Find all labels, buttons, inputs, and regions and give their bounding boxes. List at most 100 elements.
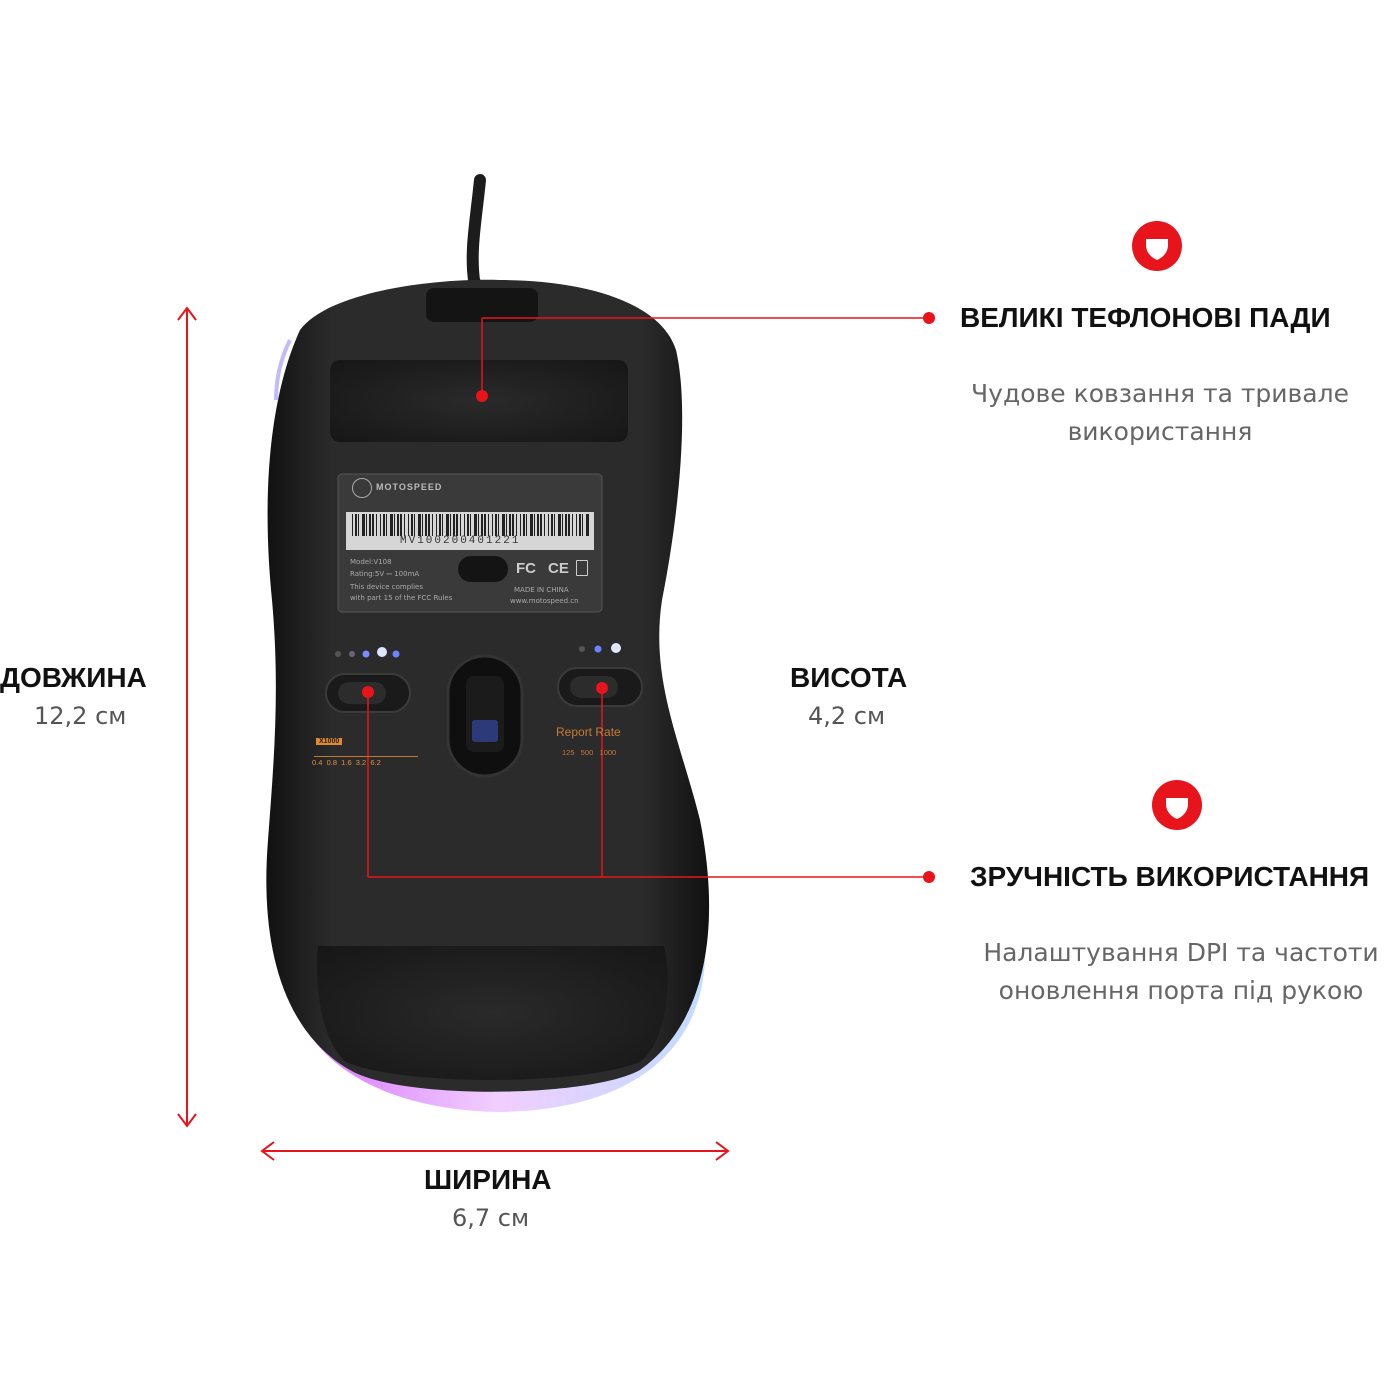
barcode-bar bbox=[380, 514, 381, 536]
callout-report-dot bbox=[596, 682, 608, 694]
barcode-bar bbox=[358, 514, 359, 536]
barcode-bar bbox=[520, 514, 521, 536]
callout-dpi-dot bbox=[362, 686, 374, 698]
barcode-bar bbox=[568, 514, 570, 536]
barcode-bar bbox=[418, 514, 421, 536]
barcode-bar bbox=[572, 514, 573, 536]
barcode-bar bbox=[456, 514, 458, 536]
barcode-bar bbox=[470, 514, 471, 536]
barcode-bar bbox=[540, 514, 542, 536]
cable-housing bbox=[426, 288, 538, 322]
barcode-bar bbox=[394, 514, 395, 536]
dpi-values: 0.4 0.8 1.6 3.2 6.2 bbox=[312, 758, 381, 767]
length-value: 12,2 см bbox=[34, 702, 127, 730]
barcode-bar bbox=[512, 514, 514, 536]
barcode-bar bbox=[422, 514, 423, 536]
label-model: Model:V108 bbox=[350, 558, 392, 566]
label-serial: MV100200401221 bbox=[400, 535, 521, 547]
report-rate-label: Report Rate bbox=[556, 725, 621, 739]
barcode-bar bbox=[502, 514, 505, 536]
barcode-bar bbox=[400, 514, 402, 536]
barcode-bar bbox=[352, 514, 353, 536]
dpi-badge: X1000 bbox=[316, 738, 343, 745]
mouse-cable bbox=[466, 174, 492, 316]
feature-teflon-desc-line1: Чудове ковзання та тривале bbox=[971, 379, 1349, 408]
label-ce-mark: CE bbox=[548, 560, 569, 577]
bottom-teflon-pad bbox=[316, 946, 668, 1080]
barcode-bar bbox=[548, 514, 549, 536]
barcode-bar bbox=[488, 514, 489, 536]
barcode-bar bbox=[498, 514, 499, 536]
shield-heart-icon bbox=[1152, 780, 1202, 830]
barcode-bar bbox=[509, 514, 511, 536]
height-value: 4,2 см bbox=[808, 702, 886, 730]
label-fcc-mark: FC bbox=[516, 560, 536, 577]
barcode-bar bbox=[464, 514, 465, 536]
barcode-bar bbox=[460, 514, 461, 536]
barcode-bar bbox=[404, 514, 405, 536]
barcode-bar bbox=[554, 514, 555, 536]
label-website: www.motospeed.cn bbox=[510, 597, 579, 605]
barcode-bar bbox=[474, 514, 477, 536]
motospeed-logo-icon bbox=[352, 478, 372, 498]
barcode-bar bbox=[453, 514, 455, 536]
feature-teflon-title: ВЕЛИКІ ТЕФЛОНОВІ ПАДИ bbox=[960, 302, 1331, 333]
barcode bbox=[346, 512, 594, 538]
barcode-bar bbox=[369, 514, 371, 536]
barcode-bar bbox=[436, 514, 437, 536]
barcode-bar bbox=[372, 514, 374, 536]
barcode-bar bbox=[411, 514, 413, 536]
barcode-bar bbox=[530, 514, 533, 536]
barcode-bar bbox=[582, 514, 583, 536]
barcode-bar bbox=[414, 514, 415, 536]
feature-usability-title: ЗРУЧНІСТЬ ВИКОРИСТАННЯ bbox=[970, 861, 1370, 892]
length-label: ДОВЖИНА bbox=[0, 662, 147, 693]
barcode-bar bbox=[366, 514, 367, 536]
barcode-bar bbox=[516, 514, 517, 536]
label-compliance-1: This device complies bbox=[350, 583, 423, 591]
barcode-bar bbox=[579, 514, 581, 536]
callout-teflon bbox=[481, 317, 928, 396]
barcode-bar bbox=[397, 514, 399, 536]
barcode-bar bbox=[551, 514, 553, 536]
barcode-bar bbox=[495, 514, 497, 536]
barcode-bar bbox=[362, 514, 365, 536]
barcode-bar bbox=[478, 514, 479, 536]
report-rate-values: 125 500 1000 bbox=[562, 748, 617, 757]
barcode-bar bbox=[428, 514, 430, 536]
barcode-bar bbox=[450, 514, 451, 536]
label-brand: MOTOSPEED bbox=[376, 482, 443, 492]
dpi-led-indicators bbox=[335, 647, 400, 658]
callout-teflon-dot-start bbox=[476, 390, 488, 402]
barcode-bar bbox=[439, 514, 441, 536]
barcode-bar bbox=[537, 514, 539, 536]
barcode-bar bbox=[534, 514, 535, 536]
feature-teflon-desc-line2: використання bbox=[1067, 417, 1253, 446]
barcode-bar bbox=[386, 514, 387, 536]
report-rate-led-indicators bbox=[579, 643, 621, 653]
label-made-in: MADE IN CHINA bbox=[514, 586, 569, 594]
callout-teflon-dot-end bbox=[923, 312, 935, 324]
barcode-bar bbox=[408, 514, 409, 536]
feature-usability-desc-line1: Налаштування DPI та частоти bbox=[983, 938, 1379, 967]
barcode-bar bbox=[565, 514, 567, 536]
barcode-bar bbox=[544, 514, 545, 536]
barcode-bar bbox=[355, 514, 357, 536]
feature-usability-desc-line2: оновлення порта під рукою bbox=[998, 976, 1364, 1005]
barcode-bar bbox=[383, 514, 385, 536]
barcode-bar bbox=[442, 514, 443, 536]
barcode-bar bbox=[562, 514, 563, 536]
barcode-bar bbox=[390, 514, 393, 536]
weee-bin-icon bbox=[576, 560, 588, 576]
barcode-bar bbox=[558, 514, 561, 536]
barcode-bar bbox=[506, 514, 507, 536]
width-arrow bbox=[260, 1141, 730, 1161]
callout-usability-dot-end bbox=[923, 871, 935, 883]
height-label: ВИСОТА bbox=[790, 662, 908, 693]
barcode-bar bbox=[523, 514, 525, 536]
shield-heart-icon bbox=[1132, 221, 1182, 271]
barcode-bar bbox=[526, 514, 527, 536]
barcode-bar bbox=[432, 514, 433, 536]
label-compliance-2: with part 15 of the FCC Rules bbox=[350, 594, 453, 602]
